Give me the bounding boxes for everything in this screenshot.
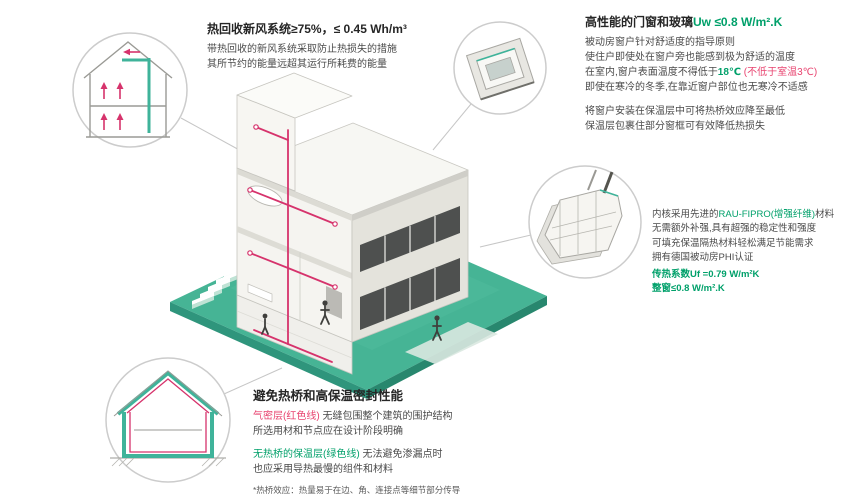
- thermal-line3: 无热桥的保温层(绿色线) 无法避免渗漏点时: [253, 447, 583, 462]
- callout-connector-lines: [180, 103, 532, 395]
- person-figure: [261, 300, 442, 341]
- profile-line2: 无需额外补强,具有超强的稳定性和强度: [652, 223, 817, 235]
- callout-window-corner: [453, 21, 547, 115]
- doorway: [326, 286, 342, 319]
- glazing-mullions: [384, 216, 436, 321]
- profile-section: 内核采用先进的RAU-FIPRO(增强纤维)材料 无需额外补强,具有超强的稳定性…: [652, 208, 864, 297]
- profile-material-name: RAU-FIPRO(增强纤维): [718, 209, 816, 220]
- windows-p2-line2: 保温层包裹住部分窗框可有效降低热损失: [585, 121, 765, 132]
- heat-recovery-title: 热回收新风系统≥75%，≤ 0.45 Wh/m³: [207, 22, 407, 36]
- airflow-arrows: [100, 48, 140, 130]
- windows-title: 高性能的门窗和玻璃Uw ≤0.8 W/m².K: [585, 13, 861, 30]
- thermal-line1-text: 无缝包围整个建筑的围护结构: [319, 411, 453, 422]
- heat-recovery-section: 热回收新风系统≥75%，≤ 0.45 Wh/m³ 带热回收的新风系统采取防止热损…: [207, 20, 469, 72]
- windows-temp-note: (不低于室温3℃): [741, 67, 818, 78]
- profile-uw-value: 整窗≤0.8 W/m².K: [652, 283, 725, 295]
- insulation-layer-green: [116, 370, 220, 458]
- thermal-bridge-footnote: *热桥效应：热量易于在边、角、连接点等细节部分传导: [253, 485, 461, 495]
- windows-title-value: Uw ≤0.8 W/m².K: [693, 15, 783, 29]
- thermal-bridge-title: 避免热桥和高保温密封性能: [253, 389, 404, 403]
- windows-section: 高性能的门窗和玻璃Uw ≤0.8 W/m².K 被动房窗户针对舒适度的指导原则 …: [585, 13, 861, 134]
- thermal-line1: 气密层(红色线) 无缝包围整个建筑的围护结构: [253, 409, 583, 424]
- passive-house-cutaway: [236, 72, 469, 363]
- thermal-line4: 也应采用导热最慢的组件和材料: [253, 464, 393, 475]
- windows-p1-line1: 被动房窗户针对舒适度的指导原则: [585, 37, 735, 48]
- windows-p1-line4: 即使在寒冷的冬季,在靠近窗户部位也无寒冷不适感: [585, 82, 808, 93]
- windows-paragraph-2: 将窗户安装在保温层中可将热桥效应降至最低 保温层包裹住部分窗框可有效降低热损失: [585, 104, 861, 134]
- callout-insulation-section: [105, 357, 231, 483]
- airtight-layer-label: 气密层(红色线): [253, 411, 320, 422]
- airtight-layer-red: [126, 378, 210, 453]
- airtight-layer-note: 气密层(红色线) 无缝包围整个建筑的围护结构 所选用材和节点应在设计阶段明确: [253, 409, 583, 439]
- thermal-line2: 所选用材和节点应在设计阶段明确: [253, 426, 403, 437]
- callout-ventilation-section: [72, 32, 188, 148]
- profile-line4: 拥有德国被动房PHI认证: [652, 251, 754, 263]
- duct-diffusers: [247, 124, 338, 290]
- insulation-layer-note: 无热桥的保温层(绿色线) 无法避免渗漏点时 也应采用导热最慢的组件和材料: [253, 447, 583, 477]
- windows-p2-line1: 将窗户安装在保温层中可将热桥效应降至最低: [585, 106, 785, 117]
- thermal-line3-text: 无法避免渗漏点时: [359, 449, 443, 460]
- windows-paragraph-1: 被动房窗户针对舒适度的指导原则 使住户即使处在窗户旁也能感到极为舒适的温度 在室…: [585, 35, 861, 95]
- insulation-layer-label: 无热桥的保温层(绿色线): [253, 449, 360, 460]
- windows-title-text: 高性能的门窗和玻璃: [585, 15, 694, 29]
- profile-line1: 内核采用先进的RAU-FIPRO(增强纤维)材料: [652, 208, 864, 222]
- thermal-bridge-section: 避免热桥和高保温密封性能 气密层(红色线) 无缝包围整个建筑的围护结构 所选用材…: [253, 385, 583, 496]
- profile-uf-value: 传热系数Uf =0.79 W/m²K: [652, 269, 760, 280]
- windows-p1-line3-text: 在室内,窗户表面温度不得低于: [585, 67, 718, 78]
- heat-recovery-line1: 带热回收的新风系统采取防止热损失的措施: [207, 44, 397, 55]
- profile-line1-tail: 材料: [815, 209, 835, 220]
- kitchen-counter: [247, 283, 273, 303]
- callout-window-profile: [528, 165, 642, 279]
- ventilation-ducts: [249, 126, 336, 363]
- tower-roof: [236, 72, 353, 119]
- windows-p1-line2: 使住户即使处在窗户旁也能感到极为舒适的温度: [585, 52, 795, 63]
- ventilation-duct-teal: [122, 58, 151, 133]
- windows-temp-value: 18℃: [717, 67, 742, 78]
- heat-recovery-body: 带热回收的新风系统采取防止热损失的措施 其所节约的能量远超其运行所耗费的能量: [207, 42, 469, 72]
- profile-line1-text: 内核采用先进的: [652, 209, 719, 220]
- profile-line3: 可填充保温隔热材料轻松满足节能需求: [652, 237, 814, 249]
- heat-recovery-line2: 其所节约的能量远超其运行所耗费的能量: [207, 59, 387, 70]
- windows-p1-line3: 在室内,窗户表面温度不得低于18℃ (不低于室温3℃): [585, 65, 861, 80]
- walkway: [405, 322, 498, 364]
